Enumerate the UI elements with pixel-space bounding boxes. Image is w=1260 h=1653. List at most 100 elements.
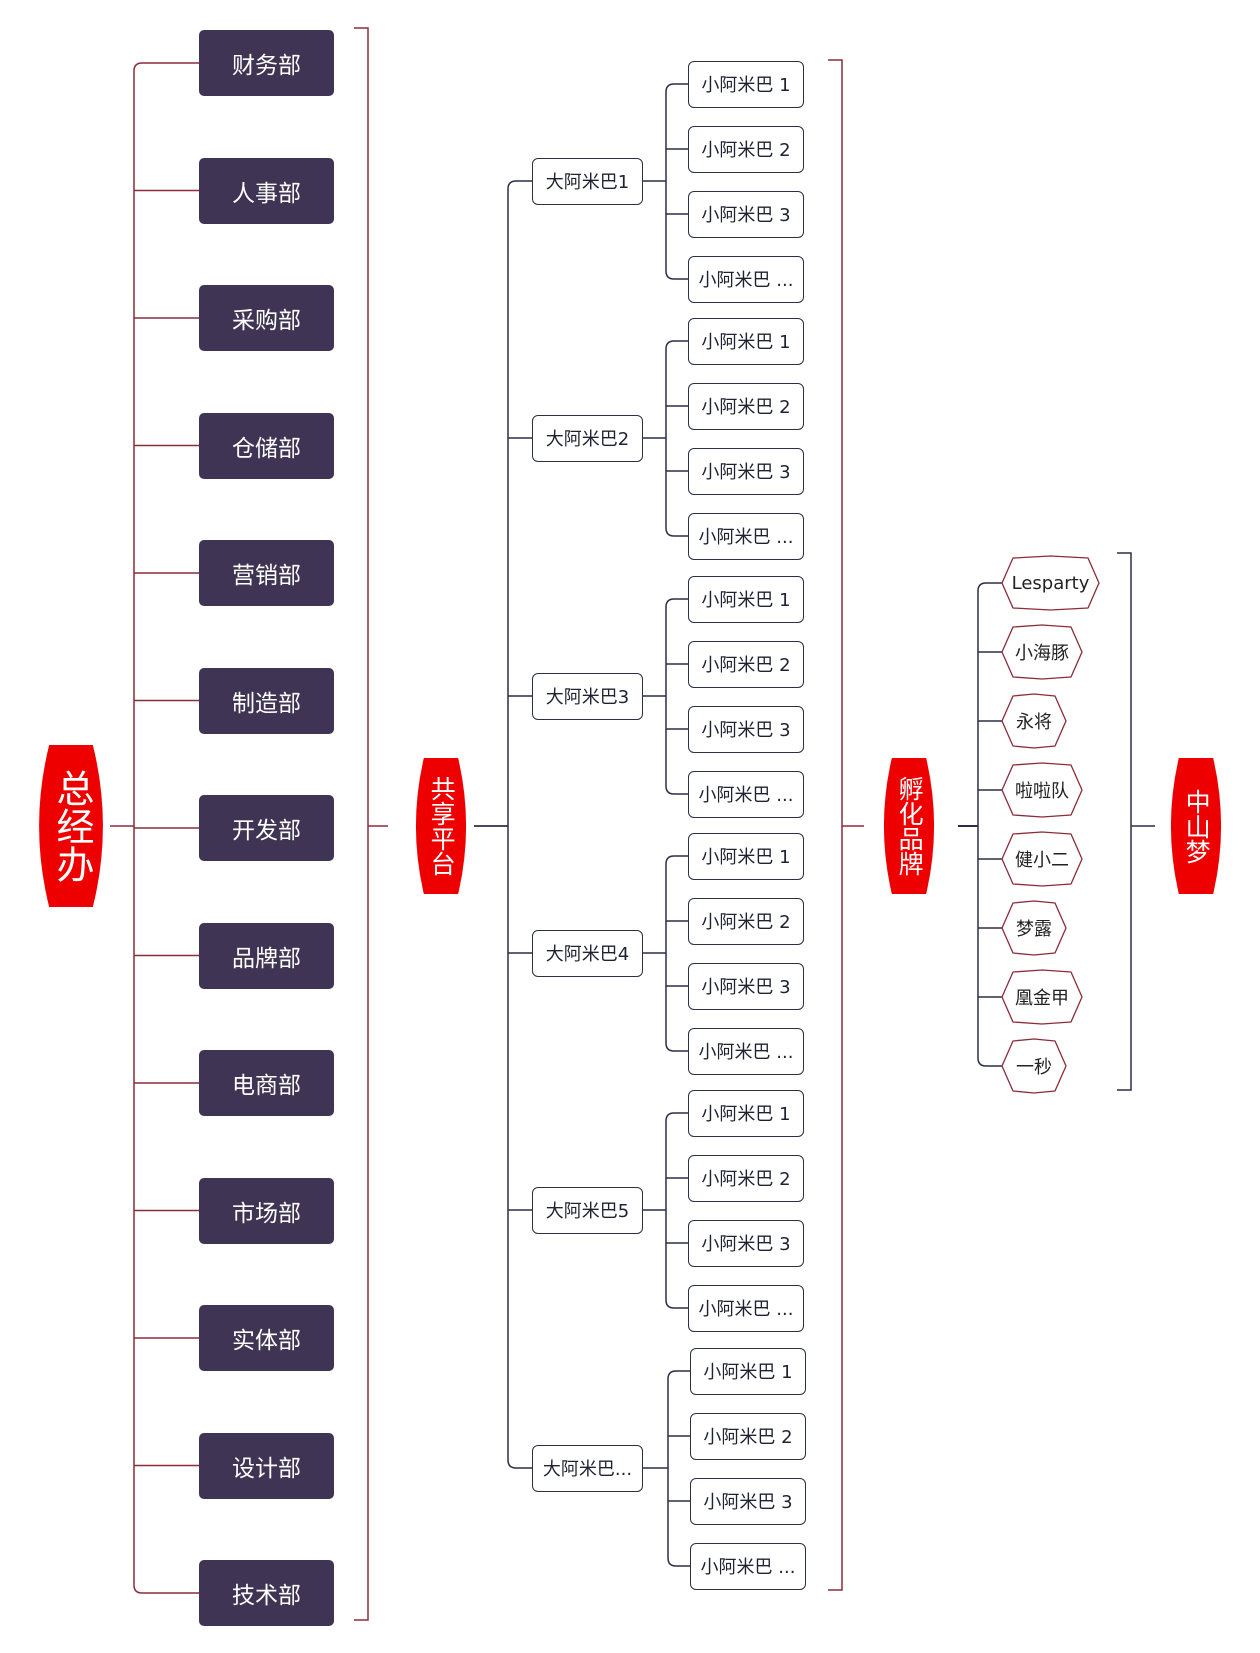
root-zhongshan-label: 中山梦: [1182, 788, 1212, 864]
root-zhongshan-shape: [1170, 758, 1222, 894]
small-amoeba-node[interactable]: 小阿米巴 1: [690, 1347, 806, 1395]
brand-connector-branch: [977, 582, 1002, 592]
small-connector-branch: [667, 1370, 690, 1380]
dept-node[interactable]: 市场部: [199, 1177, 334, 1244]
small-amoeba-node[interactable]: 小阿米巴 3: [688, 1219, 804, 1267]
small-amoeba-node[interactable]: 小阿米巴 ...: [688, 512, 804, 560]
brand-hexagon: [1001, 1038, 1067, 1094]
small-connector-branch: [665, 1112, 688, 1122]
small-amoeba-node[interactable]: 小阿米巴 ...: [690, 1542, 806, 1590]
dept-node[interactable]: 品牌部: [199, 922, 334, 989]
root-platform[interactable]: 共享平台: [408, 758, 474, 894]
root-incubate-shape: [883, 758, 935, 894]
brand-label: 小海豚: [1015, 643, 1069, 664]
small-amoeba-node[interactable]: 小阿米巴 ...: [688, 770, 804, 818]
dept-node[interactable]: 实体部: [199, 1305, 334, 1371]
small-amoeba-node[interactable]: 小阿米巴 3: [688, 962, 804, 1010]
brand-node[interactable]: 啦啦队: [1001, 762, 1083, 818]
small-amoeba-node[interactable]: 小阿米巴 1: [688, 1089, 804, 1137]
small-connector-branch: [665, 270, 688, 280]
small-amoeba-node[interactable]: 小阿米巴 3: [688, 705, 804, 753]
brand-hexagon: [1001, 762, 1083, 818]
small-amoeba-node[interactable]: 小阿米巴 ...: [688, 1027, 804, 1075]
brand-hexagon: [1001, 624, 1083, 680]
dept-node[interactable]: 财务部: [199, 30, 334, 96]
small-connector-branch: [665, 83, 688, 93]
root-zhongshan[interactable]: 中山梦: [1163, 758, 1229, 894]
small-connector-branch: [665, 1299, 688, 1309]
dept-node[interactable]: 人事部: [199, 157, 334, 224]
small-connector-branch: [665, 855, 688, 865]
root-ceo-label: 总经办: [49, 769, 94, 883]
small-connector-branch: [667, 1557, 690, 1567]
small-connector-branch: [665, 598, 688, 608]
small-amoeba-node[interactable]: 小阿米巴 1: [688, 317, 804, 365]
group-bracket: [828, 59, 843, 1591]
small-amoeba-node[interactable]: 小阿米巴 ...: [688, 1284, 804, 1332]
root-ceo[interactable]: 总经办: [29, 745, 113, 907]
small-amoeba-node[interactable]: 小阿米巴 2: [688, 382, 804, 430]
brand-hexagon: [1001, 900, 1067, 956]
brand-node[interactable]: 健小二: [1001, 831, 1083, 887]
small-amoeba-node[interactable]: 小阿米巴 1: [688, 575, 804, 623]
dept-bracket: [354, 27, 369, 1621]
big-amoeba-node[interactable]: 大阿米巴1: [532, 157, 643, 205]
root-incubate-label: 孵化品牌: [895, 776, 925, 876]
brand-node[interactable]: 永将: [1001, 693, 1067, 749]
dept-connector-branch: [133, 1584, 199, 1594]
brand-label: Lesparty: [1011, 572, 1090, 594]
root-platform-shape: [415, 758, 467, 894]
group-connector-branch: [507, 1459, 532, 1469]
small-amoeba-node[interactable]: 小阿米巴 1: [688, 60, 804, 108]
brand-label: 永将: [1016, 712, 1052, 733]
root-incubate[interactable]: 孵化品牌: [876, 758, 942, 894]
brand-hexagon: [1001, 693, 1067, 749]
dept-node[interactable]: 开发部: [199, 795, 334, 861]
dept-node[interactable]: 制造部: [199, 667, 334, 734]
brand-label: 梦露: [1016, 919, 1052, 940]
dept-node[interactable]: 技术部: [199, 1560, 334, 1626]
big-amoeba-node[interactable]: 大阿米巴3: [532, 672, 643, 720]
brand-node[interactable]: 凰金甲: [1001, 969, 1083, 1025]
brand-label: 一秒: [1016, 1057, 1052, 1078]
brand-label: 凰金甲: [1015, 988, 1069, 1009]
brand-hexagon: [1001, 969, 1083, 1025]
big-amoeba-node[interactable]: 大阿米巴2: [532, 414, 643, 462]
brand-label: 健小二: [1015, 850, 1069, 871]
dept-node[interactable]: 仓储部: [199, 412, 334, 479]
brand-node[interactable]: 一秒: [1001, 1038, 1067, 1094]
brand-hexagon: [1001, 555, 1100, 611]
dept-node[interactable]: 电商部: [199, 1050, 334, 1116]
brand-node[interactable]: Lesparty: [1001, 555, 1100, 611]
small-connector-branch: [665, 1042, 688, 1052]
small-connector-branch: [665, 785, 688, 795]
brand-connector-branch: [977, 1057, 1002, 1067]
small-amoeba-node[interactable]: 小阿米巴 3: [690, 1477, 806, 1525]
big-amoeba-node[interactable]: 大阿米巴5: [532, 1186, 643, 1234]
small-amoeba-node[interactable]: 小阿米巴 2: [688, 125, 804, 173]
small-amoeba-node[interactable]: 小阿米巴 ...: [688, 255, 804, 303]
big-amoeba-node[interactable]: 大阿米巴4: [532, 929, 643, 977]
small-amoeba-node[interactable]: 小阿米巴 2: [688, 640, 804, 688]
dept-node[interactable]: 营销部: [199, 540, 334, 606]
root-ceo-shape: [39, 745, 103, 907]
dept-node[interactable]: 设计部: [199, 1432, 334, 1499]
brand-node[interactable]: 小海豚: [1001, 624, 1083, 680]
group-connector-branch: [507, 180, 532, 190]
small-amoeba-node[interactable]: 小阿米巴 2: [688, 897, 804, 945]
brand-node[interactable]: 梦露: [1001, 900, 1067, 956]
small-amoeba-node[interactable]: 小阿米巴 2: [690, 1412, 806, 1460]
dept-connector-branch: [133, 62, 199, 72]
root-platform-label: 共享平台: [427, 776, 457, 876]
brand-label: 啦啦队: [1015, 781, 1069, 802]
big-amoeba-node[interactable]: 大阿米巴...: [532, 1444, 643, 1492]
small-amoeba-node[interactable]: 小阿米巴 3: [688, 447, 804, 495]
small-amoeba-node[interactable]: 小阿米巴 3: [688, 190, 804, 238]
brand-hexagon: [1001, 831, 1083, 887]
dept-node[interactable]: 采购部: [199, 285, 334, 351]
small-connector-branch: [665, 340, 688, 350]
brand-bracket: [1117, 552, 1132, 1091]
small-amoeba-node[interactable]: 小阿米巴 2: [688, 1154, 804, 1202]
small-amoeba-node[interactable]: 小阿米巴 1: [688, 832, 804, 880]
